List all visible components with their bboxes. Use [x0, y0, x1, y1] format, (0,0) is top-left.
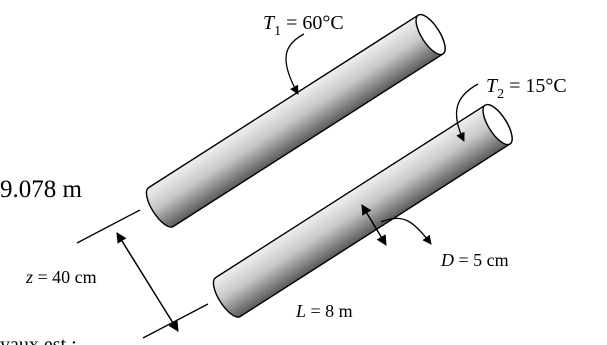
- top-pipe-extension-line: [76, 209, 141, 244]
- bottom-pipe-extension-line: [142, 303, 209, 339]
- diameter-leader-arrow: [380, 217, 432, 245]
- top-pipe: [145, 13, 446, 228]
- diameter-dimension-arrow: [361, 204, 387, 246]
- top-pipe-end-cap: [415, 13, 446, 56]
- diameter-label: D = 5 cm: [440, 250, 509, 270]
- separation-dimension-arrow: [116, 232, 179, 332]
- t1-label: T1 = 60°C: [263, 12, 344, 39]
- bottom-pipe-end-cap: [482, 103, 513, 146]
- bottom-text-fragment: yaux est :: [0, 334, 77, 345]
- t2-leader-arrow: [455, 83, 479, 142]
- side-text-fragment: 9.078 m: [0, 176, 83, 203]
- length-label: L = 8 m: [295, 301, 353, 321]
- separation-label: z = 40 cm: [25, 267, 97, 287]
- t2-label: T2 = 15°C: [486, 75, 567, 102]
- t1-leader-arrow: [285, 33, 305, 95]
